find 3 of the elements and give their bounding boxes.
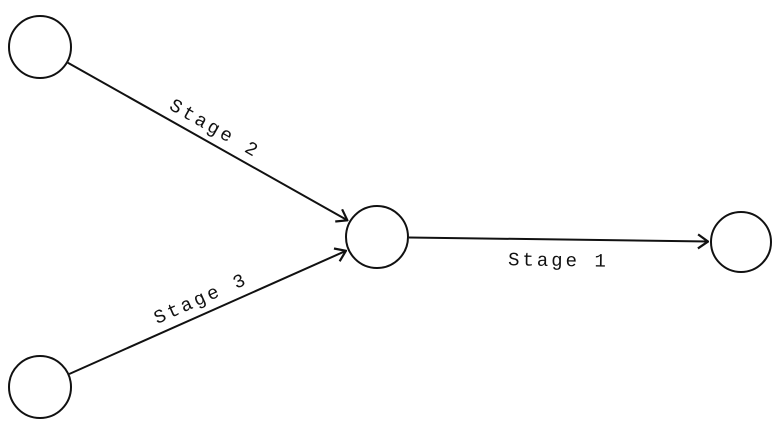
arrow [68,247,348,375]
arrow [408,233,710,250]
arrow [67,62,348,223]
